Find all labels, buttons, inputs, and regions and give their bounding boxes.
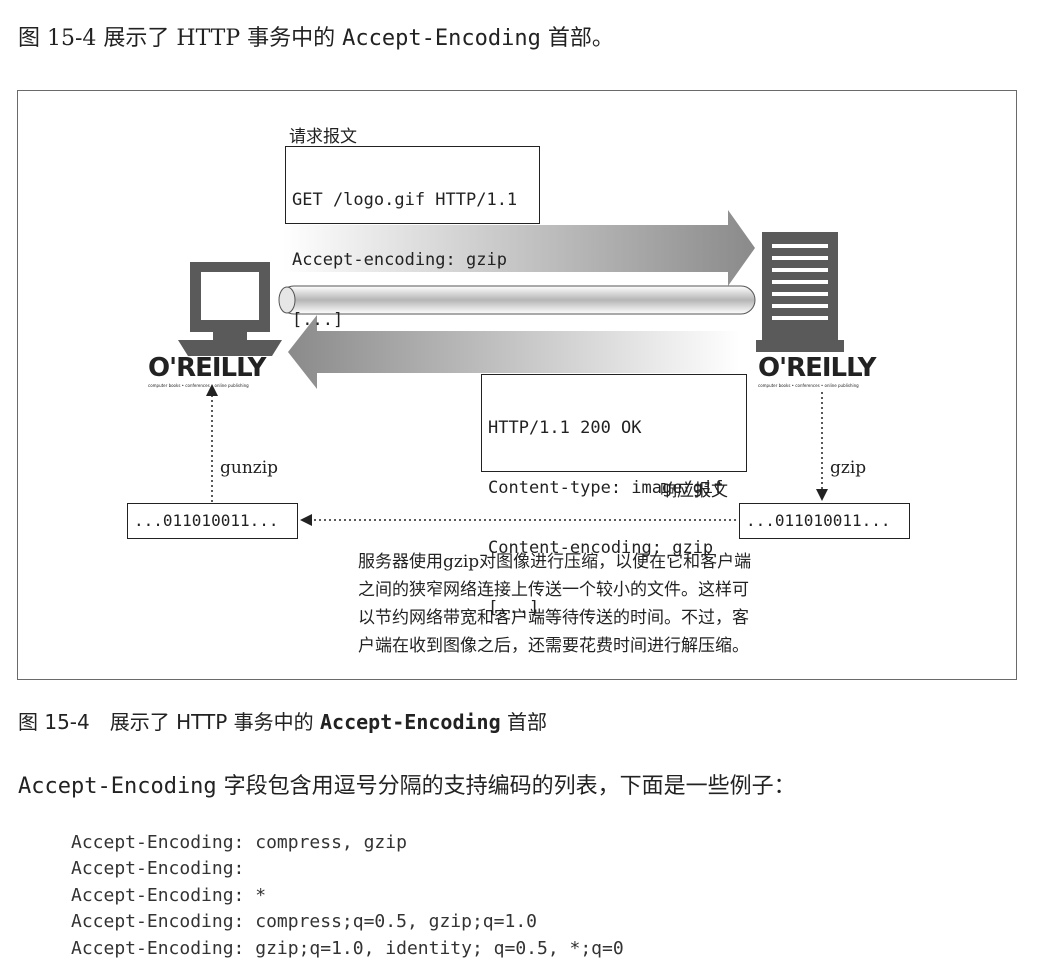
code-example: Accept-Encoding: * (71, 885, 267, 906)
server-icon (756, 232, 844, 352)
request-line: GET /logo.gif HTTP/1.1 (292, 190, 518, 210)
intro-suffix: 首部。 (540, 26, 614, 51)
client-logo-tagline: computer books • conferences • online pu… (148, 383, 249, 388)
figure-description: 服务器使用gzip对图像进行压缩，以便在它和客户端 之间的狭窄网络连接上传送一个… (358, 548, 878, 660)
response-message-box: HTTP/1.1 200 OK Content-type: image/gif … (481, 374, 747, 618)
intro-paragraph: 图 15-4 展示了 HTTP 事务中的 Accept-Encoding 首部。 (18, 20, 614, 52)
code-example: Accept-Encoding: (71, 858, 245, 879)
figure-frame (17, 90, 1017, 680)
body-code: Accept-Encoding (18, 774, 217, 799)
caption-prefix: 图 15-4 展示了 HTTP 事务中的 (18, 710, 321, 734)
description-line: 服务器使用gzip对图像进行压缩，以便在它和客户端 (358, 552, 752, 572)
server-logo: O'REILLY computer books • conferences • … (758, 353, 876, 388)
computer-icon (178, 262, 282, 356)
caption-suffix: 首部 (500, 710, 547, 734)
network-tube (278, 285, 756, 315)
code-example: Accept-Encoding: compress;q=0.5, gzip;q=… (71, 911, 537, 932)
caption-code: Accept-Encoding (320, 710, 501, 734)
body-paragraph: Accept-Encoding 字段包含用逗号分隔的支持编码的列表，下面是一些例… (18, 768, 796, 800)
server-data-box: ...011010011... (739, 503, 910, 539)
response-line: Content-encoding: gzip (488, 538, 714, 558)
server-logo-text: O'REILLY (758, 353, 876, 383)
body-text: 字段包含用逗号分隔的支持编码的列表，下面是一些例子： (216, 774, 796, 799)
code-example: Accept-Encoding: gzip;q=1.0, identity; q… (71, 938, 624, 959)
description-line: 户端在收到图像之后，还需要花费时间进行解压缩。 (358, 636, 749, 656)
response-flow-arrow (288, 315, 740, 389)
gunzip-label: gunzip (220, 458, 279, 478)
response-line: [...] (488, 598, 540, 618)
response-label: 响应报文 (660, 481, 728, 501)
request-line: [...] (292, 310, 344, 330)
request-flow-arrow (283, 210, 755, 286)
server-logo-tagline: computer books • conferences • online pu… (758, 383, 859, 388)
code-example: Accept-Encoding: compress, gzip (71, 832, 407, 853)
description-line: 之间的狭窄网络连接上传送一个较小的文件。这样可 (358, 580, 749, 600)
gzip-label: gzip (830, 458, 867, 478)
client-logo-text: O'REILLY (148, 353, 266, 383)
intro-code: Accept-Encoding (342, 26, 541, 51)
request-line: Accept-encoding: gzip (292, 250, 507, 270)
response-line: Content-type: image/gif (488, 478, 724, 498)
intro-prefix: 图 15-4 展示了 HTTP 事务中的 (18, 26, 343, 51)
client-data-box: ...011010011... (127, 503, 298, 539)
client-logo: O'REILLY computer books • conferences • … (148, 353, 266, 388)
description-line: 以节约网络带宽和客户端等待传送的时间。不过，客 (358, 608, 749, 628)
request-label: 请求报文 (289, 127, 357, 147)
response-line: HTTP/1.1 200 OK (488, 418, 642, 438)
figure-caption: 图 15-4 展示了 HTTP 事务中的 Accept-Encoding 首部 (18, 706, 547, 735)
request-message-box: GET /logo.gif HTTP/1.1 Accept-encoding: … (285, 146, 540, 330)
